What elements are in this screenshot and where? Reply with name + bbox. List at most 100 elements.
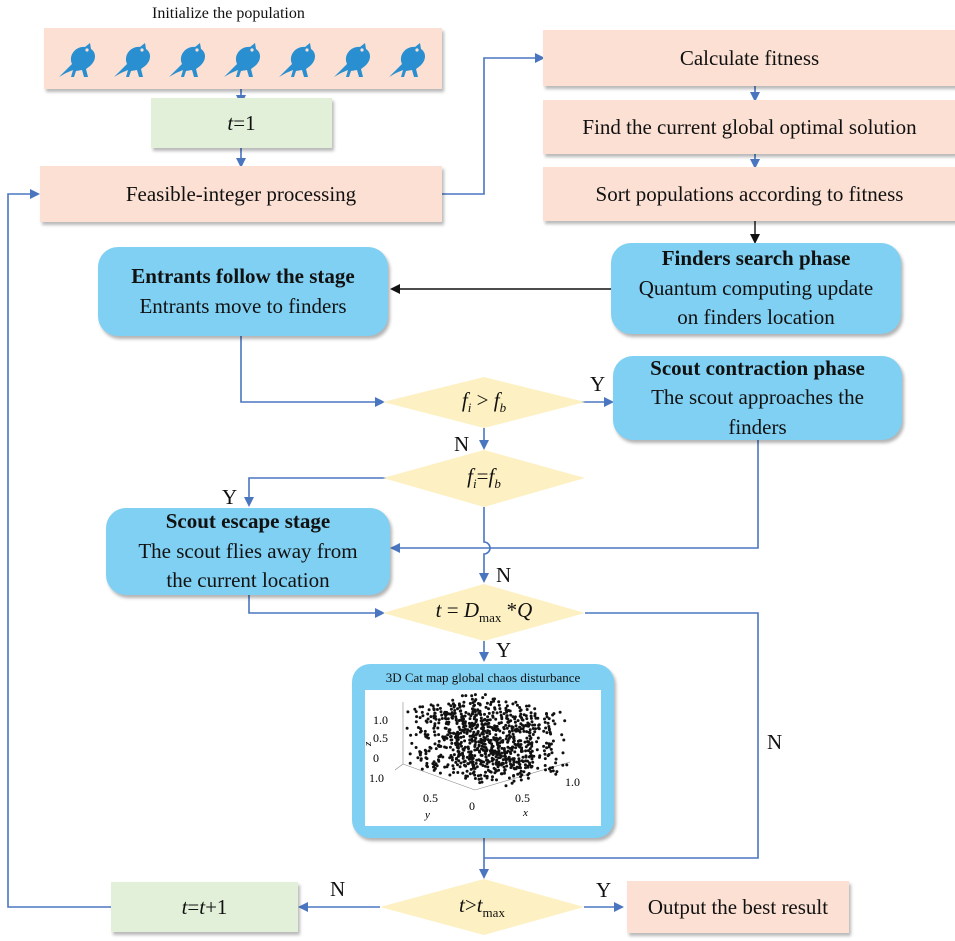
chaos-point [464, 764, 468, 768]
chaos-point [482, 742, 486, 746]
chaos-point [468, 772, 472, 776]
chaos-point [479, 713, 483, 717]
y-tick-05: 0.5 [423, 791, 438, 805]
chaos-disturbance-box: 3D Cat map global chaos disturbance 1.0 … [352, 664, 614, 838]
chaos-point [494, 717, 498, 721]
chaos-point [553, 722, 557, 726]
scout-contraction-box: Scout contraction phase The scout approa… [613, 356, 902, 440]
bird-icon [166, 37, 210, 81]
x-axis-label: x [522, 807, 528, 819]
chaos-point [478, 759, 482, 763]
chaos-point [429, 720, 433, 724]
x-tick-05: 0.5 [515, 791, 530, 805]
bird-icon [386, 37, 430, 81]
chaos-point [537, 723, 541, 727]
chaos-point [465, 732, 469, 735]
chaos-point [488, 770, 492, 773]
chaos-point [519, 727, 523, 731]
chaos-point [461, 720, 465, 723]
chaos-point [505, 726, 509, 730]
chaos-point [434, 747, 438, 751]
chaos-point [476, 702, 480, 705]
chaos-point [464, 774, 468, 778]
chaos-point [493, 706, 497, 710]
chaos-point [523, 740, 527, 744]
chaos-point [526, 743, 530, 747]
chaos-point [503, 769, 507, 772]
chaos-point [476, 774, 480, 778]
chaos-point [496, 727, 500, 731]
chaos-point [415, 715, 419, 719]
chaos-point [501, 740, 505, 744]
chaos-point [500, 751, 504, 755]
chaos-point [432, 707, 436, 711]
entrants-follow-box: Entrants follow the stage Entrants move … [98, 247, 388, 336]
chaos-point [507, 724, 511, 728]
decision-1-text: fi > fb [461, 388, 507, 416]
chaos-point [558, 710, 562, 714]
chaos-point [545, 746, 549, 750]
chaos-point [547, 753, 551, 756]
chaos-point [485, 776, 489, 780]
chaos-point [450, 738, 454, 742]
chaos-point [406, 710, 410, 714]
chaos-point [480, 780, 484, 784]
chaos-point [469, 714, 473, 718]
chaos-point [513, 720, 517, 724]
chaos-point [530, 720, 534, 724]
chaos-point [531, 727, 535, 730]
chaos-point [525, 717, 529, 721]
chaos-point [501, 762, 505, 766]
chaos-point [466, 745, 470, 749]
finders-search-box: Finders search phase Quantum computing u… [611, 243, 901, 334]
chaos-point [471, 712, 475, 716]
chaos-point [522, 770, 526, 774]
chaos-point [463, 721, 467, 725]
decision-diamond-4 [380, 879, 584, 935]
chaos-point [565, 763, 569, 767]
chaos-point [459, 718, 463, 722]
chaos-point [472, 734, 476, 738]
chaos-point [549, 769, 553, 773]
chaos-point [528, 754, 532, 758]
chaos-point [470, 694, 474, 698]
chaos-point [474, 761, 478, 765]
chaos-point [418, 716, 422, 720]
chaos-point [418, 752, 422, 756]
chaos-point [462, 704, 466, 708]
chaos-point [471, 763, 475, 767]
chaos-point [515, 729, 518, 733]
chaos-point [527, 704, 531, 708]
chaos-point [485, 731, 489, 735]
chaos-point [491, 711, 495, 714]
chaos-point [555, 770, 559, 774]
chaos-point [470, 697, 474, 701]
chaos-point [526, 721, 530, 725]
chaos-point [477, 777, 481, 781]
chaos-point [483, 693, 487, 697]
chaos-point [516, 772, 520, 776]
chaos-point [492, 766, 496, 770]
chaos-point [487, 711, 491, 715]
cat-map-plot: 1.0 0.5 0 z 1.0 0.5 0 y 0.5 1.0 x [362, 690, 601, 826]
chaos-point [495, 758, 499, 762]
chaos-point [520, 749, 524, 753]
chaos-point [528, 731, 532, 735]
chaos-point [531, 760, 535, 764]
chaos-point [477, 740, 481, 744]
chaos-point [459, 740, 463, 744]
chaos-point [409, 733, 413, 737]
chaos-point [456, 749, 460, 753]
chaos-point [423, 729, 427, 733]
chaos-point [456, 707, 459, 711]
chaos-point [433, 722, 437, 726]
chaos-point [437, 733, 441, 737]
chaos-point [514, 724, 518, 728]
chaos-point [440, 713, 444, 717]
chaos-point [448, 756, 452, 760]
chaos-point [438, 771, 442, 775]
chaos-point [466, 762, 470, 766]
chaos-point [456, 763, 459, 767]
chaos-point [461, 753, 465, 757]
initialize-label: Initialize the population [152, 5, 305, 22]
